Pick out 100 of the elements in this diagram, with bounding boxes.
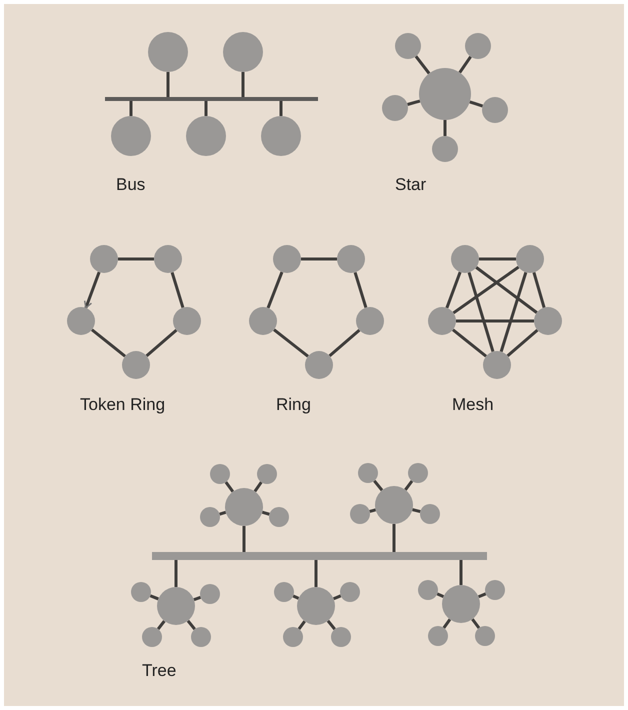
link-line (242, 72, 244, 97)
network-node (442, 585, 480, 623)
link-line (444, 120, 446, 136)
network-node (375, 486, 413, 524)
network-node (90, 245, 118, 273)
link-line (369, 508, 376, 513)
network-node (67, 307, 95, 335)
network-node (200, 584, 220, 604)
link-line (298, 620, 306, 630)
topology-label: Star (395, 175, 426, 195)
topology-label: Ring (276, 395, 311, 415)
network-node (269, 507, 289, 527)
network-node (283, 627, 303, 647)
link-line (292, 594, 300, 600)
link-line (532, 272, 546, 308)
link-line (500, 272, 528, 352)
network-node (337, 245, 365, 273)
link-line (174, 560, 178, 587)
link-line (146, 329, 178, 357)
link-line (414, 55, 430, 74)
link-line (469, 100, 484, 108)
network-node (418, 580, 438, 600)
link-line (219, 510, 226, 516)
network-node (331, 627, 351, 647)
link-line (118, 258, 154, 260)
link-line (456, 320, 534, 322)
link-line (471, 618, 480, 629)
network-node (428, 307, 456, 335)
network-node (148, 32, 188, 72)
topology-label: Tree (142, 661, 176, 681)
network-node (420, 504, 440, 524)
link-line (193, 596, 202, 602)
link-line (475, 266, 538, 314)
network-node (428, 626, 448, 646)
link-line (242, 526, 246, 552)
link-line (442, 618, 452, 629)
network-node (186, 116, 226, 156)
link-line (412, 508, 421, 514)
network-node (225, 488, 263, 526)
link-line (91, 328, 126, 358)
network-node (350, 504, 370, 524)
topology-label: Bus (116, 175, 146, 195)
network-node (173, 307, 201, 335)
link-line (170, 272, 184, 308)
link-line (460, 560, 462, 585)
link-line (130, 101, 132, 116)
topology-label: Mesh (452, 395, 494, 415)
arrow (84, 272, 101, 309)
link-line (204, 101, 208, 116)
link-line (326, 620, 336, 630)
network-node (154, 245, 182, 273)
link-line (458, 56, 472, 74)
link-line (314, 560, 318, 587)
network-node (408, 463, 428, 483)
network-node (257, 464, 277, 484)
link-line (156, 620, 166, 630)
link-line (328, 329, 360, 357)
network-node (482, 97, 508, 123)
link-line (150, 594, 159, 600)
network-node (395, 33, 421, 59)
link-line (254, 481, 263, 492)
network-node (223, 32, 263, 72)
link-line (452, 328, 487, 358)
link-line (436, 592, 444, 598)
network-node (210, 464, 230, 484)
link-line (373, 480, 384, 492)
link-line (468, 272, 494, 352)
topology-label: Token Ring (80, 395, 166, 415)
network-node (356, 307, 384, 335)
link-line (404, 480, 414, 491)
network-node (419, 68, 471, 120)
network-node (249, 307, 277, 335)
link-line (280, 101, 282, 116)
link-line (478, 592, 486, 598)
network-node (305, 351, 333, 379)
link-line (266, 272, 284, 308)
link-line (166, 72, 170, 97)
link-line (479, 258, 516, 260)
network-node (200, 507, 220, 527)
network-node (475, 626, 495, 646)
network-node (111, 116, 151, 156)
link-line (224, 481, 234, 493)
network-node (273, 245, 301, 273)
network-node (358, 463, 378, 483)
network-node (261, 116, 301, 156)
network-node (157, 587, 195, 625)
link-line (262, 510, 270, 516)
network-node (297, 587, 335, 625)
network-node (122, 351, 150, 379)
network-node (516, 245, 544, 273)
link-line (452, 266, 520, 314)
link-line (392, 524, 396, 552)
network-node (483, 351, 511, 379)
network-node (485, 580, 505, 600)
network-node (432, 136, 458, 162)
link-line (445, 272, 462, 308)
link-line (273, 328, 309, 358)
link-line (333, 594, 342, 600)
network-node (382, 95, 408, 121)
network-node (340, 582, 360, 602)
